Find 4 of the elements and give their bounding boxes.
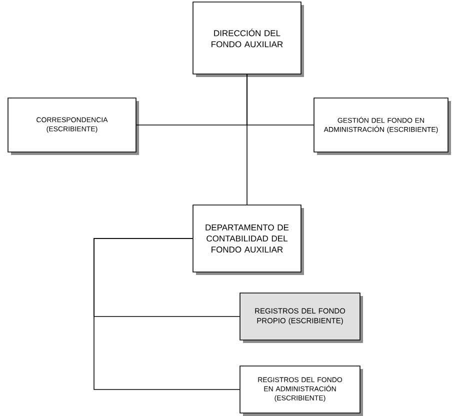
org-box: DEPARTAMENTO DE CONTABILIDAD DEL FONDO AUXILIAR xyxy=(192,204,304,275)
connector-line xyxy=(246,74,248,205)
connector-line xyxy=(94,238,240,390)
org-box: DIRECCIÓN DEL FONDO AUXILIAR xyxy=(192,2,304,77)
